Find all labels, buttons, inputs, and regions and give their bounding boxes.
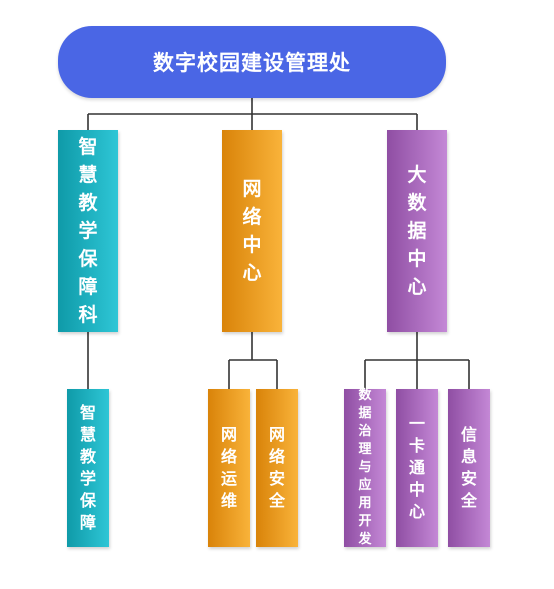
sub-node-campus-card: 一卡通中心 [396, 389, 438, 547]
root-node: 数字校园建设管理处 [58, 26, 446, 98]
sub-node-network-security: 网络安全 [256, 389, 298, 547]
sub-node-info-security: 信息安全 [448, 389, 490, 547]
sub-node-smart-teaching: 智慧教学保障 [67, 389, 109, 547]
sub-node-data-governance: 数据治理与应用开发 [344, 388, 386, 547]
dept-node-big-data-center: 大数据中心 [387, 130, 447, 332]
sub-node-network-ops: 网络运维 [208, 389, 250, 547]
sub-label: 数据治理与应用开发 [358, 388, 372, 547]
dept-node-network-center: 网络中心 [222, 130, 282, 332]
sub-label: 网络安全 [268, 425, 285, 510]
dept-node-smart-teaching: 智慧教学保障科 [58, 130, 118, 332]
sub-label: 智慧教学保障 [79, 403, 96, 532]
dept-label: 智慧教学保障科 [78, 136, 98, 326]
root-label: 数字校园建设管理处 [153, 51, 351, 75]
dept-label: 大数据中心 [407, 164, 427, 298]
sub-label: 信息安全 [460, 425, 477, 510]
dept-label: 网络中心 [242, 178, 262, 284]
sub-label: 一卡通中心 [408, 414, 425, 521]
sub-label: 网络运维 [220, 425, 237, 510]
